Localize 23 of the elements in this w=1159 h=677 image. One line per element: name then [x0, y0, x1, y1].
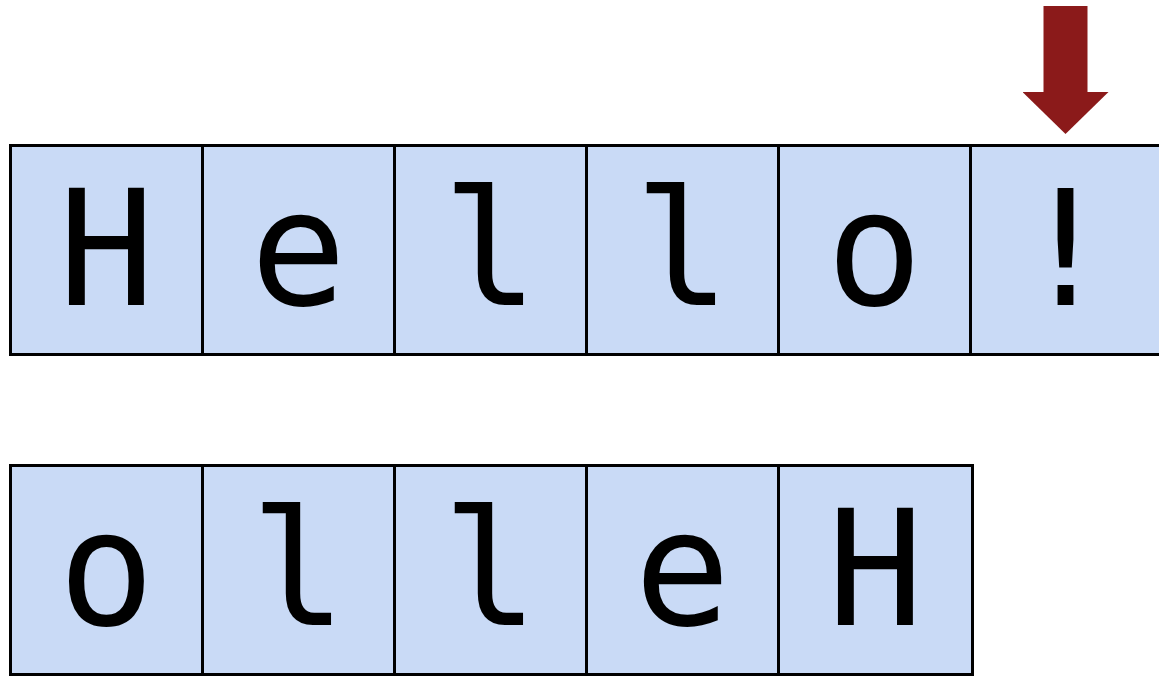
- array-cell: [393, 464, 588, 676]
- array-cell: [201, 464, 396, 676]
- array-cell: [9, 144, 204, 356]
- array-cell: [777, 144, 972, 356]
- array-cell: [777, 464, 974, 676]
- character: l: [250, 490, 347, 650]
- character: e: [250, 170, 347, 330]
- character: l: [442, 490, 539, 650]
- character: l: [442, 170, 539, 330]
- array-cell: [585, 144, 780, 356]
- character: o: [58, 490, 155, 650]
- character: l: [634, 170, 731, 330]
- character: !: [1017, 170, 1114, 330]
- pointer-arrow: [1022, 6, 1109, 134]
- character: H: [827, 490, 924, 650]
- array-cell: [969, 144, 1159, 356]
- character: H: [58, 170, 155, 330]
- array-cell: [201, 144, 396, 356]
- array-cell: [585, 464, 780, 676]
- array-cell: [9, 464, 204, 676]
- character: o: [826, 170, 923, 330]
- character: e: [634, 490, 731, 650]
- array-cell: [393, 144, 588, 356]
